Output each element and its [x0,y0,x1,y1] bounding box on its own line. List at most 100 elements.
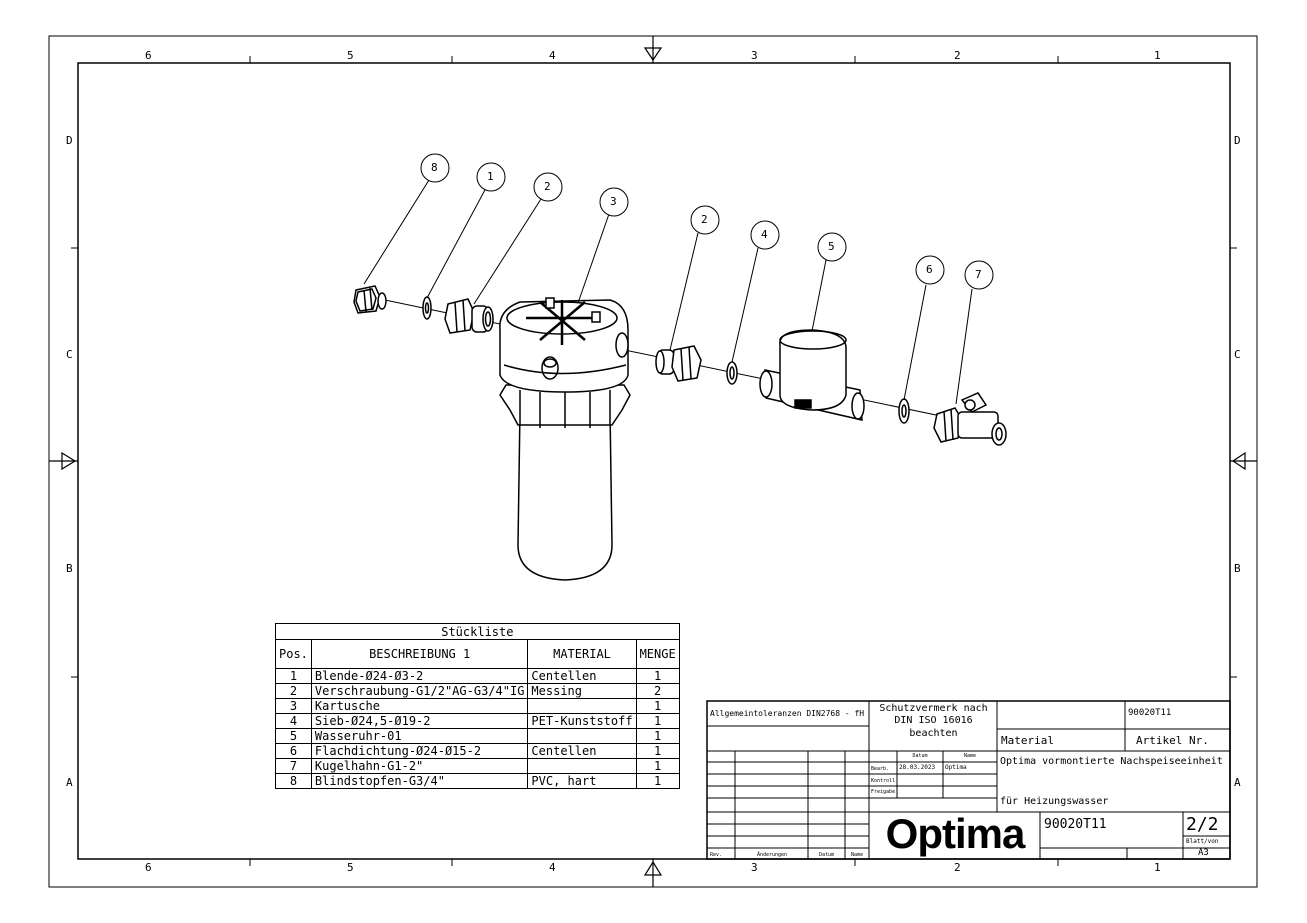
cell-pos: 8 [275,773,312,789]
part-4-strainer [726,361,738,385]
article-number-value: 90020T11 [1128,708,1172,718]
protection-note-3: beachten [909,728,958,739]
col-header-material: MATERIAL [527,639,637,669]
zone-row-left-d: D [66,134,73,147]
row-check-label: Kontroll [871,778,896,784]
balloon-label-2b: 2 [701,213,708,226]
cell-qty: 1 [635,668,680,684]
cell-qty: 1 [635,728,680,744]
zone-row-right-a: A [1234,776,1241,789]
balloon-leaders [363,179,973,405]
balloon-label-6: 6 [926,263,933,276]
sheet-label: Blatt/von [1186,838,1219,845]
cell-material: PET-Kunststoff [527,713,637,729]
row-drawn-label: Bearb. [871,766,890,772]
cell-desc: Flachdichtung-Ø24-Ø15-2 [310,743,529,759]
part-8-blind-plug [353,285,387,314]
balloons [420,153,994,290]
zone-col-bottom-3: 3 [751,861,758,874]
zone-row-left-b: B [66,562,73,575]
zone-row-right-c: C [1234,348,1241,361]
zone-row-right-d: D [1234,134,1241,147]
balloon-8 [420,153,450,183]
protection-note-1: Schutzvermerk nach [879,703,988,714]
cell-desc: Kartusche [310,698,529,714]
cell-qty: 1 [635,758,680,774]
cell-material: PVC, hart [527,773,637,789]
balloon-1 [476,162,506,192]
balloon-label-3: 3 [610,195,617,208]
material-label: Material [1001,734,1054,747]
zone-row-left-a: A [66,776,73,789]
changes-label: Änderungen [756,852,788,858]
zone-col-bottom-1: 1 [1154,861,1161,874]
cell-pos: 2 [275,683,312,699]
cell-desc: Sieb-Ø24,5-Ø19-2 [310,713,529,729]
part-3-filter-cartridge [499,297,631,581]
cell-material: Centellen [527,743,637,759]
part-6-gasket [898,398,910,424]
balloon-3 [599,187,629,217]
zone-col-bottom-4: 4 [549,861,556,874]
cell-desc: Verschraubung-G1/2"AG-G3/4"IG [310,683,529,699]
cell-material: Centellen [527,668,637,684]
cell-pos: 6 [275,743,312,759]
balloon-label-8: 8 [431,161,438,174]
balloon-label-2a: 2 [544,180,551,193]
balloon-label-4: 4 [761,228,768,241]
zone-col-bottom-6: 6 [145,861,152,874]
cell-material [527,728,637,744]
drawing-description-2: für Heizungswasser [1000,796,1109,807]
cell-qty: 2 [635,683,680,699]
zone-col-top-6: 6 [145,49,152,62]
cell-pos: 4 [275,713,312,729]
sheet-number: 2/2 [1186,814,1219,835]
parts-list-table: Stückliste Pos. BESCHREIBUNG 1 MATERIAL … [275,623,680,789]
zone-col-bottom-5: 5 [347,861,354,874]
balloon-5 [817,232,847,262]
cell-desc: Wasseruhr-01 [310,728,529,744]
cell-qty: 1 [635,773,680,789]
part-5-water-meter [759,329,865,421]
col-header-description: BESCHREIBUNG 1 [310,639,529,669]
balloon-2a [533,172,563,202]
cell-material: Messing [527,683,637,699]
zone-col-top-2: 2 [954,49,961,62]
revision-name-label: Name [850,852,864,858]
zone-col-top-1: 1 [1154,49,1161,62]
zone-col-top-5: 5 [347,49,354,62]
cell-pos: 5 [275,728,312,744]
drawing-number: 90020T11 [1044,817,1107,832]
col-header-pos: Pos. [275,639,312,669]
part-2-union-right [655,345,702,382]
cell-material [527,698,637,714]
cell-desc: Blindstopfen-G3/4" [310,773,529,789]
parts-list-title: Stückliste [275,623,680,640]
cell-desc: Kugelhahn-G1-2" [310,758,529,774]
article-number-label: Artikel Nr. [1136,734,1209,747]
cell-qty: 1 [635,743,680,759]
paper-format: A3 [1198,848,1209,858]
cell-qty: 1 [635,713,680,729]
balloon-label-5: 5 [828,240,835,253]
zone-row-left-c: C [66,348,73,361]
zone-row-right-b: B [1234,562,1241,575]
revision-label: Rev. [710,852,723,858]
row-release-label: Freigabe [871,789,896,795]
balloon-6 [915,255,945,285]
part-1-orifice [422,296,432,320]
col-date-label: Datum [912,753,928,759]
title-block-grid [706,700,1231,860]
part-2-union-left [444,298,494,334]
balloon-7 [964,260,994,290]
balloon-2b [690,205,720,235]
centering-marks [49,36,1257,887]
balloon-label-1: 1 [487,170,494,183]
cell-pos: 7 [275,758,312,774]
